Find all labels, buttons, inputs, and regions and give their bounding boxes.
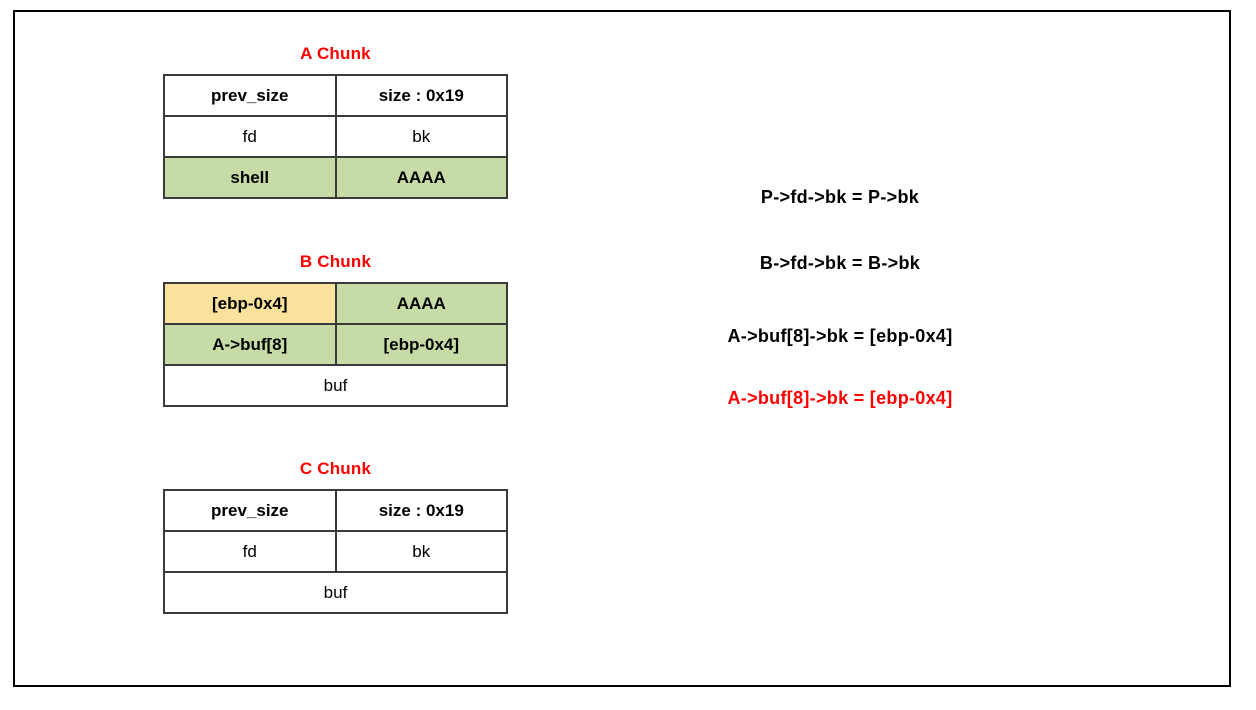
chunk-title-a: A Chunk: [300, 44, 371, 63]
cell-buf: buf: [163, 364, 508, 407]
table-row: A->buf[8] [ebp-0x4]: [163, 323, 508, 366]
chunk-title-b: B Chunk: [299, 252, 372, 271]
cell-shell: shell: [163, 156, 337, 199]
chunk-table-a: prev_size size : 0x19 fd bk shell AAAA: [163, 74, 508, 199]
cell-prev-size: prev_size: [163, 74, 337, 117]
chunk-group-a: A Chunk prev_size size : 0x19 fd bk shel…: [163, 44, 508, 199]
cell-bk: bk: [334, 115, 508, 158]
table-row: shell AAAA: [163, 156, 508, 199]
table-row: fd bk: [163, 530, 508, 573]
cell-aaaa: AAAA: [334, 156, 508, 199]
chunk-group-c: C Chunk prev_size size : 0x19 fd bk buf: [163, 459, 508, 614]
equation-p-fd-bk: P->fd->bk = P->bk: [760, 187, 920, 207]
cell-ebp-offset: [ebp-0x4]: [163, 282, 337, 325]
cell-ebp-offset: [ebp-0x4]: [334, 323, 508, 366]
cell-fd: fd: [163, 115, 337, 158]
chunk-table-c: prev_size size : 0x19 fd bk buf: [163, 489, 508, 614]
equation-a-buf8-bk: A->buf[8]->bk = [ebp-0x4]: [727, 326, 953, 346]
cell-buf: buf: [163, 571, 508, 614]
cell-aaaa: AAAA: [334, 282, 508, 325]
table-row: prev_size size : 0x19: [163, 74, 508, 117]
chunk-group-b: B Chunk [ebp-0x4] AAAA A->buf[8] [ebp-0x…: [163, 252, 508, 407]
cell-size: size : 0x19: [334, 74, 508, 117]
cell-prev-size: prev_size: [163, 489, 337, 532]
equation-b-fd-bk: B->fd->bk = B->bk: [759, 253, 921, 273]
table-row: [ebp-0x4] AAAA: [163, 282, 508, 325]
table-row: buf: [163, 364, 508, 407]
table-row: buf: [163, 571, 508, 614]
table-row: prev_size size : 0x19: [163, 489, 508, 532]
cell-bk: bk: [334, 530, 508, 573]
cell-a-buf8: A->buf[8]: [163, 323, 337, 366]
cell-size: size : 0x19: [334, 489, 508, 532]
chunk-table-b: [ebp-0x4] AAAA A->buf[8] [ebp-0x4] buf: [163, 282, 508, 407]
table-row: fd bk: [163, 115, 508, 158]
equation-a-buf8-bk-highlight: A->buf[8]->bk = [ebp-0x4]: [727, 388, 953, 408]
equation-list: P->fd->bk = P->bk B->fd->bk = B->bk A->b…: [615, 187, 1065, 409]
chunk-title-c: C Chunk: [299, 459, 372, 478]
diagram-canvas: A Chunk prev_size size : 0x19 fd bk shel…: [13, 10, 1231, 687]
cell-fd: fd: [163, 530, 337, 573]
